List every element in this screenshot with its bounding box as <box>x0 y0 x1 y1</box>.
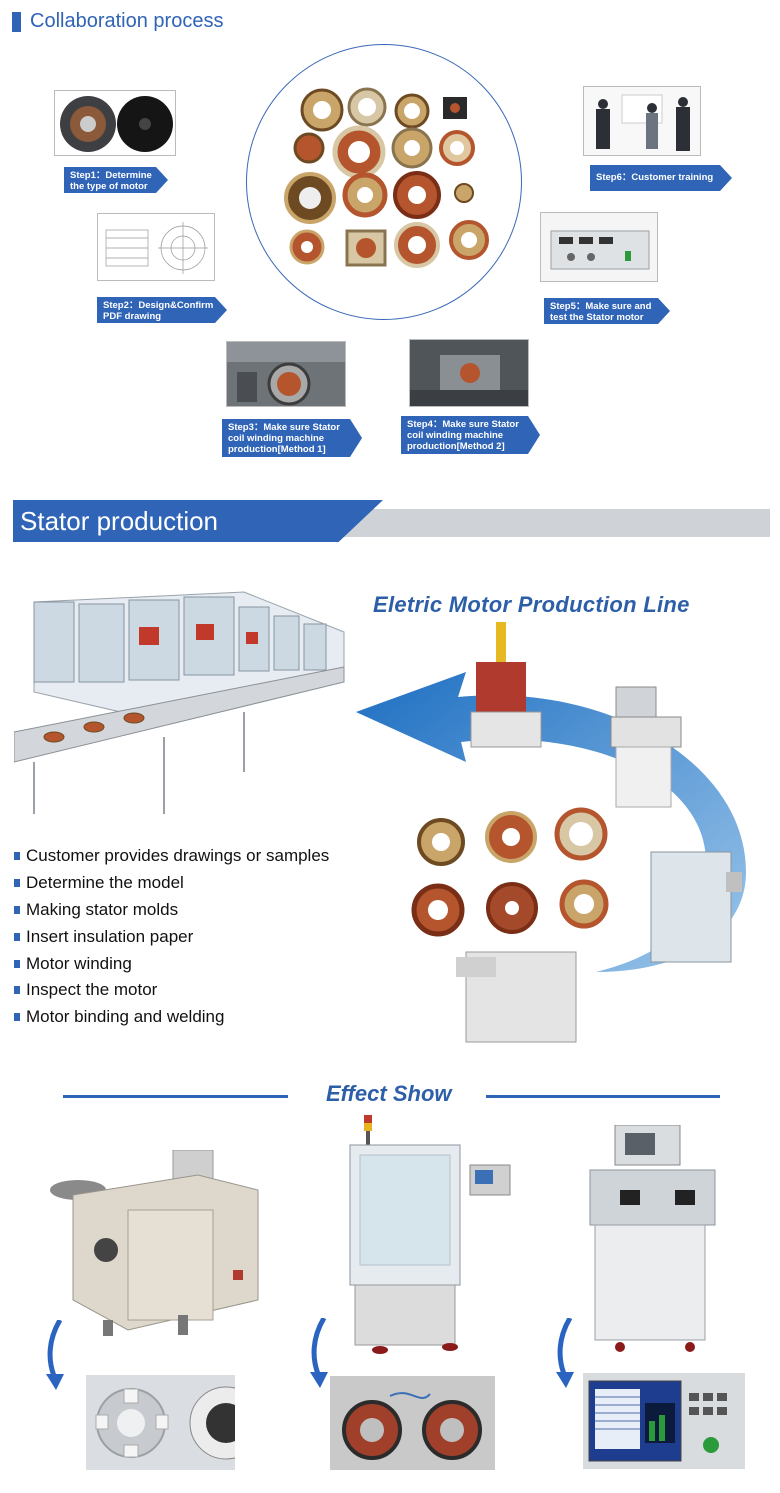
production-cycle-diagram <box>346 612 764 1052</box>
stator-icon <box>300 88 344 132</box>
bullet-text: Making stator molds <box>26 899 179 919</box>
winding-machine-icon <box>650 851 742 963</box>
effect-divider-left <box>63 1095 288 1098</box>
winding-machine-photo <box>340 1115 530 1365</box>
step1-motor-photo <box>54 90 176 156</box>
bullet-square-icon <box>14 905 20 914</box>
tester-machine-art <box>589 1124 716 1352</box>
bullet-item: Making stator molds <box>14 897 329 924</box>
step6-training-photo <box>583 86 701 156</box>
press-machine-icon <box>470 622 542 748</box>
bullet-text: Insert insulation paper <box>26 926 194 946</box>
pdf-drawing-icon <box>98 214 214 280</box>
section-marker <box>12 12 21 32</box>
step3-tag: Step3：Make sure Stator coil winding mach… <box>222 419 362 457</box>
stator-samples-icon <box>411 807 609 937</box>
bullet-text: Motor winding <box>26 953 132 973</box>
effect-divider-right <box>486 1095 720 1098</box>
customer-training-icon <box>584 87 700 155</box>
bullet-text: Inspect the motor <box>26 980 158 1000</box>
insulated-stator-art <box>86 1375 263 1470</box>
arrow-down-icon <box>40 1318 70 1392</box>
step4-machine-photo <box>409 339 529 407</box>
winding-machine-art <box>349 1115 511 1354</box>
bullet-square-icon <box>14 1013 20 1022</box>
curved-arrow-2-icon <box>310 1316 328 1388</box>
stator-production-title: Stator production <box>20 506 219 536</box>
bullet-text: Motor binding and welding <box>26 1007 225 1027</box>
test-screen-art <box>583 1373 745 1469</box>
insertion-machine-photo <box>48 1149 263 1340</box>
step5-tester-photo <box>540 212 658 282</box>
bullet-text: Determine the model <box>26 873 184 893</box>
paper-inserter-icon <box>456 951 577 1043</box>
stator-collection-art <box>284 87 489 268</box>
arrow-down-icon <box>550 1316 580 1390</box>
stator-collection-image <box>246 44 522 320</box>
wound-stator-art <box>330 1376 495 1470</box>
bullet-square-icon <box>14 959 20 968</box>
insertion-machine-art <box>50 1149 259 1336</box>
winding-machine-icon <box>227 342 345 406</box>
production-line-title: Eletric Motor Production Line <box>373 592 690 617</box>
effect-show-title: Effect Show <box>326 1081 452 1106</box>
bullet-square-icon <box>14 879 20 888</box>
step1-tag: Step1：Determine the type of motor <box>64 167 168 193</box>
production-cycle-art <box>356 622 746 1043</box>
banner-grey-bar <box>340 509 770 537</box>
production-line-photo <box>13 572 354 814</box>
process-bullet-list: Customer provides drawings or samples De… <box>14 843 329 1031</box>
bullet-item: Motor binding and welding <box>14 1004 329 1031</box>
step3-machine-photo <box>226 341 346 407</box>
insulated-stator-result-photo <box>86 1375 263 1470</box>
test-result-screen-photo <box>583 1373 745 1469</box>
tester-machine-icon <box>610 686 682 808</box>
curved-arrow-3-icon <box>556 1316 574 1388</box>
curved-arrow-1-icon <box>46 1318 64 1390</box>
bullet-item: Motor winding <box>14 950 329 977</box>
bullet-item: Inspect the motor <box>14 977 329 1004</box>
production-line-art <box>13 572 354 814</box>
step2-drawing-photo <box>97 213 215 281</box>
bullet-item: Determine the model <box>14 870 329 897</box>
step4-tag: Step4：Make sure Stator coil winding mach… <box>401 416 540 454</box>
bullet-text: Customer provides drawings or samples <box>26 846 330 866</box>
motor-types-icon <box>55 91 175 155</box>
bullet-square-icon <box>14 852 20 861</box>
banner-blue-bar <box>13 500 383 542</box>
tester-machine-photo <box>580 1124 725 1365</box>
bullet-square-icon <box>14 986 20 995</box>
bullet-item: Insert insulation paper <box>14 923 329 950</box>
bullet-item: Customer provides drawings or samples <box>14 843 329 870</box>
step6-tag: Step6：Customer training <box>590 165 732 191</box>
step5-tag: Step5：Make sure and test the Stator moto… <box>544 298 670 324</box>
collaboration-title: Collaboration process <box>30 10 224 32</box>
step2-tag: Step2：Design&Confirm PDF drawing <box>97 297 227 323</box>
winding-machine-2-icon <box>410 340 528 406</box>
motor-tester-icon <box>541 213 657 281</box>
bullet-square-icon <box>14 932 20 941</box>
wound-stator-result-photo <box>330 1376 495 1470</box>
arrow-down-icon <box>304 1316 334 1390</box>
